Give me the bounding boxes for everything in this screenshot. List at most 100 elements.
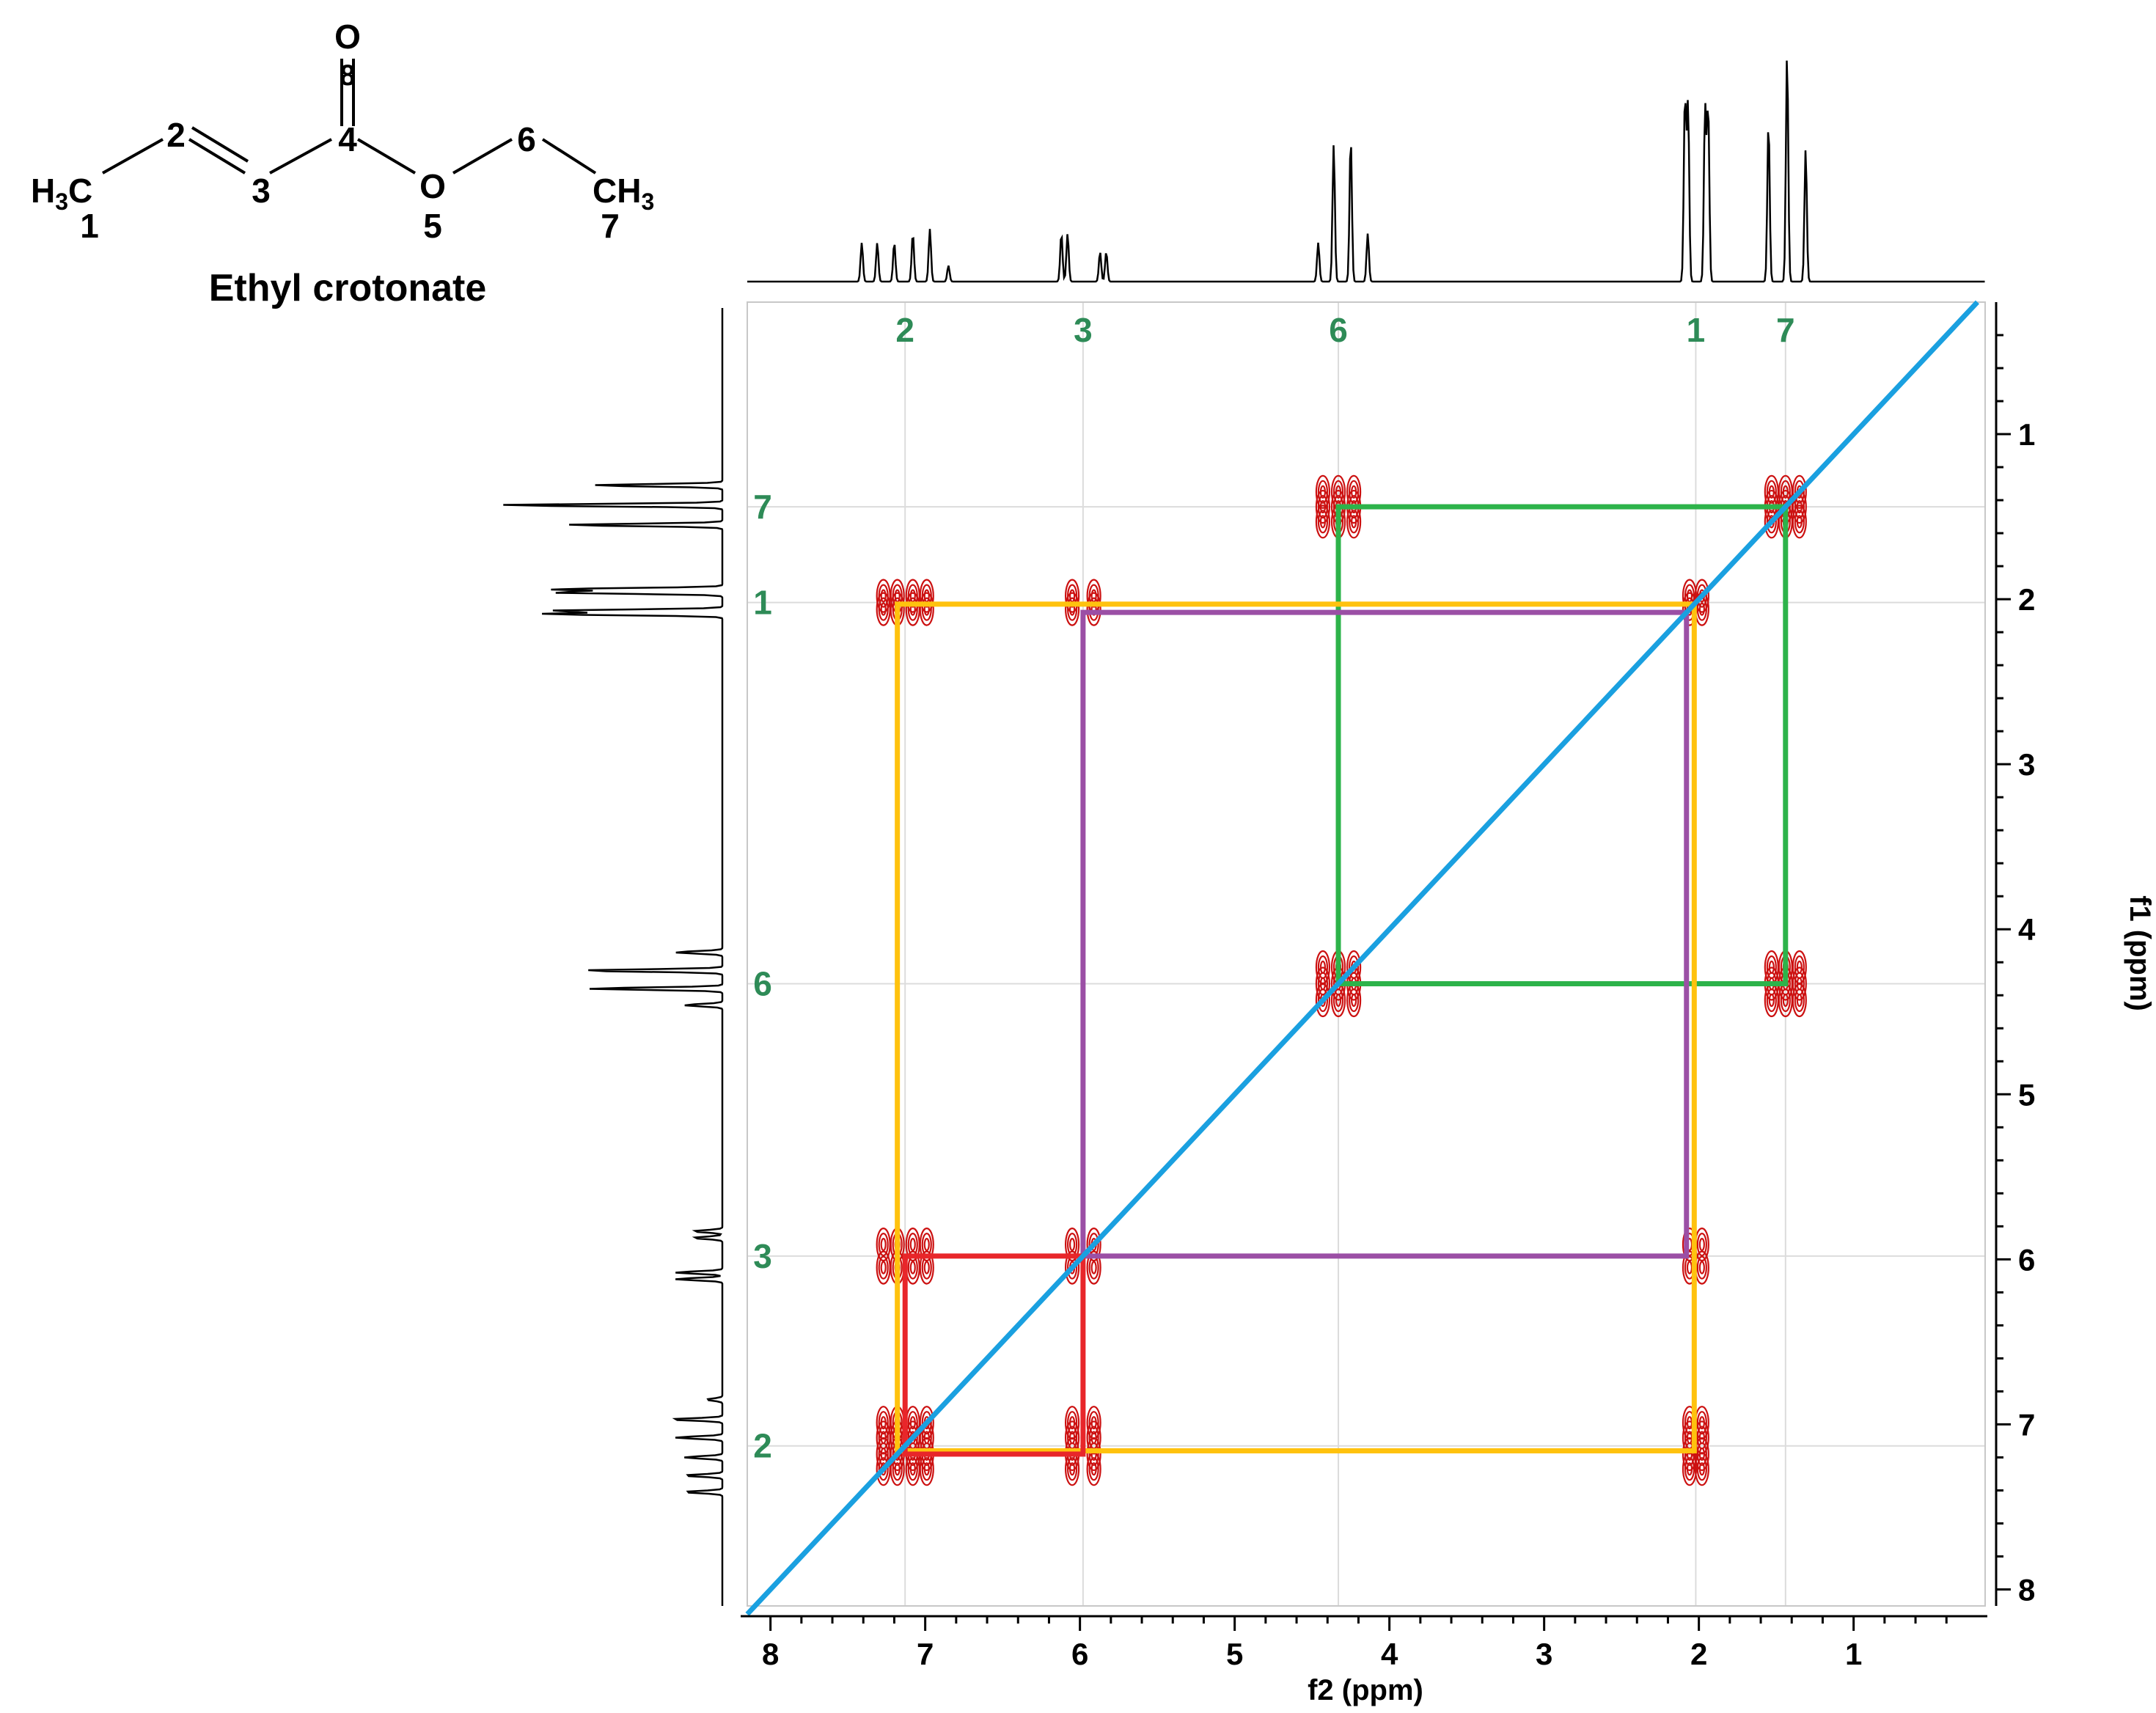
atom-1-number: 1 xyxy=(80,207,99,245)
contour-1 xyxy=(1332,480,1344,504)
contour-0 xyxy=(1694,579,1709,613)
connectivity-box-1 xyxy=(895,601,1697,1453)
contour-2 xyxy=(1698,1462,1705,1476)
contour-0 xyxy=(1086,592,1101,626)
contour-2 xyxy=(1090,589,1097,603)
atom-8-label: O xyxy=(334,18,361,56)
x-axis-label: f2 (ppm) xyxy=(1308,1674,1423,1706)
x-tick-label: 5 xyxy=(1226,1637,1243,1671)
contour-1 xyxy=(1696,1442,1707,1467)
contour-0 xyxy=(1064,1250,1080,1285)
contour-1 xyxy=(1066,1457,1078,1481)
molecule-name: Ethyl crotonate xyxy=(209,267,487,309)
contour-1 xyxy=(878,1442,889,1467)
connectivity-box-3 xyxy=(902,1253,1086,1457)
x-tick-label: 4 xyxy=(1381,1637,1398,1671)
x-tick-label: 7 xyxy=(917,1637,934,1671)
contour-0 xyxy=(876,579,891,613)
atom-2-number: 2 xyxy=(166,116,186,154)
contour-1 xyxy=(1794,480,1805,504)
y-tick-label: 5 xyxy=(2018,1077,2035,1112)
signal-label-left-1: 1 xyxy=(753,584,772,622)
contour-1 xyxy=(1349,510,1360,534)
contour-2 xyxy=(909,1238,916,1252)
signal-label-left-2: 2 xyxy=(753,1427,772,1465)
contour-2 xyxy=(1782,993,1789,1008)
contour-2 xyxy=(1796,515,1803,529)
contour-1 xyxy=(1317,494,1329,519)
atom-8-number: 8 xyxy=(340,59,356,92)
contour-0 xyxy=(876,1228,891,1262)
atom-5-number: 5 xyxy=(423,207,442,245)
contour-1 xyxy=(892,1457,903,1481)
contour-1 xyxy=(878,597,889,621)
contour-1 xyxy=(1332,988,1344,1013)
contour-0 xyxy=(876,592,891,626)
left-1d-spectrum xyxy=(503,308,724,1606)
contour-0 xyxy=(876,1250,891,1285)
contour-1 xyxy=(1766,510,1777,534)
contour-0 xyxy=(1315,474,1331,509)
contour-1 xyxy=(1766,988,1777,1013)
contour-1 xyxy=(1794,510,1805,534)
contour-2 xyxy=(1335,993,1342,1008)
y-tick-label: 8 xyxy=(2018,1572,2035,1607)
cross-peak-11 xyxy=(1064,1406,1101,1486)
contour-2 xyxy=(1090,1462,1097,1476)
bond-2-3 xyxy=(188,138,246,175)
signal-label-top-1: 1 xyxy=(1687,311,1706,349)
contour-1 xyxy=(1088,597,1099,621)
contour-2 xyxy=(880,589,887,603)
contour-1 xyxy=(1066,597,1078,621)
contour-1 xyxy=(1317,480,1329,504)
contour-0 xyxy=(1315,489,1331,524)
contour-1 xyxy=(1684,1457,1695,1481)
contour-0 xyxy=(905,592,920,626)
signal-label-left-3: 3 xyxy=(753,1237,772,1275)
signal-label-top-2: 2 xyxy=(895,311,914,349)
contour-2 xyxy=(909,1261,916,1274)
signal-label-top-6: 6 xyxy=(1329,311,1348,349)
bond-1-2 xyxy=(102,138,164,175)
x-tick-label: 6 xyxy=(1071,1637,1088,1671)
contour-0 xyxy=(1315,505,1331,539)
y-axis-label: f1 (ppm) xyxy=(2124,895,2156,1011)
atom-4-number: 4 xyxy=(338,120,357,158)
contour-0 xyxy=(905,1228,920,1262)
bond-5-6 xyxy=(452,138,513,175)
contour-0 xyxy=(1086,1437,1101,1472)
y-tick-label: 2 xyxy=(2018,582,2035,617)
contour-0 xyxy=(1064,592,1080,626)
atom-7-number: 7 xyxy=(601,207,620,245)
contour-1 xyxy=(878,1233,889,1257)
contour-2 xyxy=(1686,1261,1693,1274)
bond-4-5 xyxy=(356,138,417,175)
contour-1 xyxy=(921,1411,932,1435)
contour-2 xyxy=(1686,589,1693,603)
atom-5-label: O xyxy=(419,167,446,205)
y-tick-label: 3 xyxy=(2018,747,2035,782)
contour-1 xyxy=(1088,1442,1099,1467)
contour-2 xyxy=(894,1462,901,1476)
contour-2 xyxy=(1698,1261,1705,1274)
connectivity-box-2 xyxy=(1080,609,1690,1259)
y-tick-label: 6 xyxy=(2018,1242,2035,1277)
contour-1 xyxy=(1766,480,1777,504)
contour-2 xyxy=(923,589,930,603)
contour-1 xyxy=(1088,1457,1099,1481)
contour-1 xyxy=(1794,494,1805,519)
connectivity-box-0 xyxy=(1335,504,1789,987)
contour-1 xyxy=(1349,988,1360,1013)
contour-1 xyxy=(921,597,932,621)
contour-2 xyxy=(880,1238,887,1252)
contour-2 xyxy=(923,1238,930,1252)
diagonal-layer xyxy=(745,300,1980,1616)
contour-1 xyxy=(878,1411,889,1435)
contour-0 xyxy=(1315,983,1331,1018)
contour-1 xyxy=(1696,1411,1707,1435)
